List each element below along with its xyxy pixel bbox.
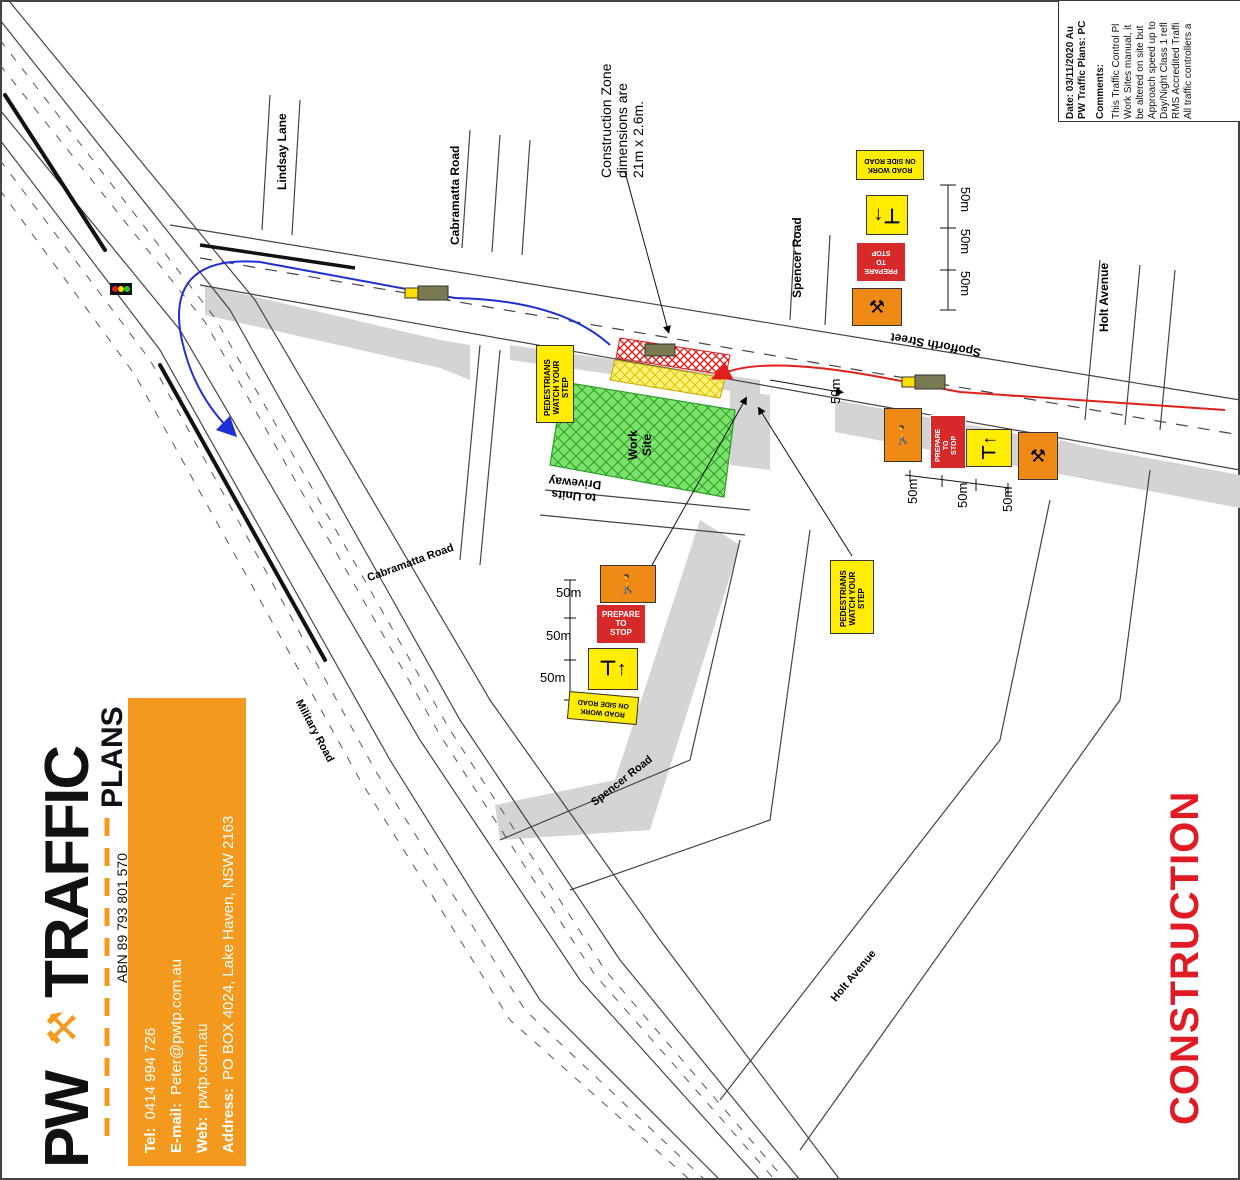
logo-pw: PW	[33, 1072, 102, 1168]
comments-label: Comments:	[1095, 63, 1106, 119]
contact-tel: Tel:0414 994 726	[142, 1027, 159, 1153]
distance-label: 50m	[958, 228, 974, 255]
traffic-controller-sign: 🚶	[600, 565, 656, 603]
distance-label: 50m	[828, 378, 843, 404]
contact-panel: Tel:0414 994 726 E-mail:Peter@pwtp.com.a…	[128, 698, 246, 1166]
leader-lines	[624, 171, 853, 566]
plan-reference: PW Traffic Plans: PC	[1077, 20, 1088, 119]
work-vehicle-icon	[644, 343, 676, 357]
traffic-controller-icon: 🚶	[891, 425, 915, 445]
comment-line: All traffic controllers a	[1183, 23, 1194, 119]
logo-dash-line	[104, 818, 110, 1148]
contact-address: Address:PO BOX 4024, Lake Haven, NSW 216…	[220, 815, 237, 1153]
worker-sign: ⚒	[1018, 432, 1058, 480]
street-label-spencer-top: Spencer Road	[790, 217, 804, 298]
lane-arrows-icon: ⊤↑	[599, 658, 627, 680]
left-turn-arrow	[178, 260, 611, 438]
distance-label: 50m	[955, 482, 970, 508]
lane-arrows-icon: ⊤↑	[979, 435, 999, 461]
comment-line: be altered on site but	[1135, 25, 1146, 119]
truck-icon	[404, 285, 449, 301]
traffic-controller-icon: 🚶	[616, 574, 640, 594]
logo-traffic: TRAFFIC	[33, 746, 102, 998]
worker-sign: ⚒	[852, 288, 902, 326]
comment-line: Day/Night Class 1 refl	[1159, 22, 1170, 119]
spofforth-solid-line	[199, 243, 356, 270]
logo-plans: PLANS	[96, 706, 129, 808]
lane-arrow-sign: ⊤↑	[866, 195, 908, 235]
truck-icon	[901, 374, 946, 390]
plan-info-box: Date: 03/11/2020 Au PW Traffic Plans: PC…	[1058, 0, 1240, 122]
distance-markers	[564, 184, 1011, 701]
driveway-label: to Units Driveway	[548, 473, 602, 505]
comment-line: Work Sites manual, it	[1123, 24, 1134, 119]
distance-label: 50m	[905, 478, 920, 504]
plan-date: Date: 03/11/2020 Au	[1065, 25, 1076, 119]
traffic-controller-sign: 🚶	[884, 408, 922, 462]
comment-line: Approach speed up to	[1147, 21, 1158, 119]
construction-stamp: CONSTRUCTION	[1163, 790, 1207, 1125]
traffic-light-icon	[110, 283, 132, 295]
distance-label: 50m	[556, 585, 582, 600]
work-site-label: Work Site	[626, 430, 654, 460]
company-logo: PW ⚒ TRAFFIC PLANS ABN 89 793 801 570	[30, 698, 130, 1168]
worker-icon: ⚒	[1029, 446, 1047, 466]
lane-arrows-icon: ⊤↑	[873, 204, 901, 226]
comment-line: This Traffic Control Pl	[1111, 23, 1122, 119]
pedestrian-sign: PEDESTRIANS WATCH YOUR STEP	[830, 560, 874, 634]
lane-arrow-sign: ⊤↑	[588, 648, 638, 690]
pedestrian-zone	[609, 359, 726, 399]
comment-line: RMS Accredited Traffi	[1171, 22, 1182, 119]
construction-zone-note: Construction Zone dimensions are 21m x 2…	[598, 63, 646, 178]
street-label-cabramatta-top: Cabramatta Road	[448, 145, 462, 245]
distance-label: 50m	[540, 670, 566, 685]
street-label-lindsay-lane: Lindsay Lane	[275, 113, 289, 190]
distance-label: 50m	[958, 186, 974, 213]
work-site-area	[549, 381, 736, 498]
pedestrian-sign: PEDESTRIANS WATCH YOUR STEP	[536, 345, 574, 423]
contact-web[interactable]: Web:pwtp.com.au	[194, 1023, 211, 1153]
approach-arrow	[711, 361, 1226, 411]
logo-worker-icon: ⚒	[41, 1010, 85, 1046]
military-road-lanes	[0, 39, 786, 1180]
worker-icon: ⚒	[868, 297, 886, 317]
distance-label: 50m	[1000, 486, 1015, 512]
distance-label: 50m	[958, 270, 974, 297]
military-road	[0, 0, 841, 1180]
street-label-holt-top: Holt Avenue	[1097, 262, 1111, 332]
military-road-median	[3, 93, 327, 662]
distance-label: 50m	[546, 628, 572, 643]
contact-email[interactable]: E-mail:Peter@pwtp.com.au	[168, 958, 185, 1153]
lane-arrow-sign: ⊤↑	[966, 429, 1012, 467]
